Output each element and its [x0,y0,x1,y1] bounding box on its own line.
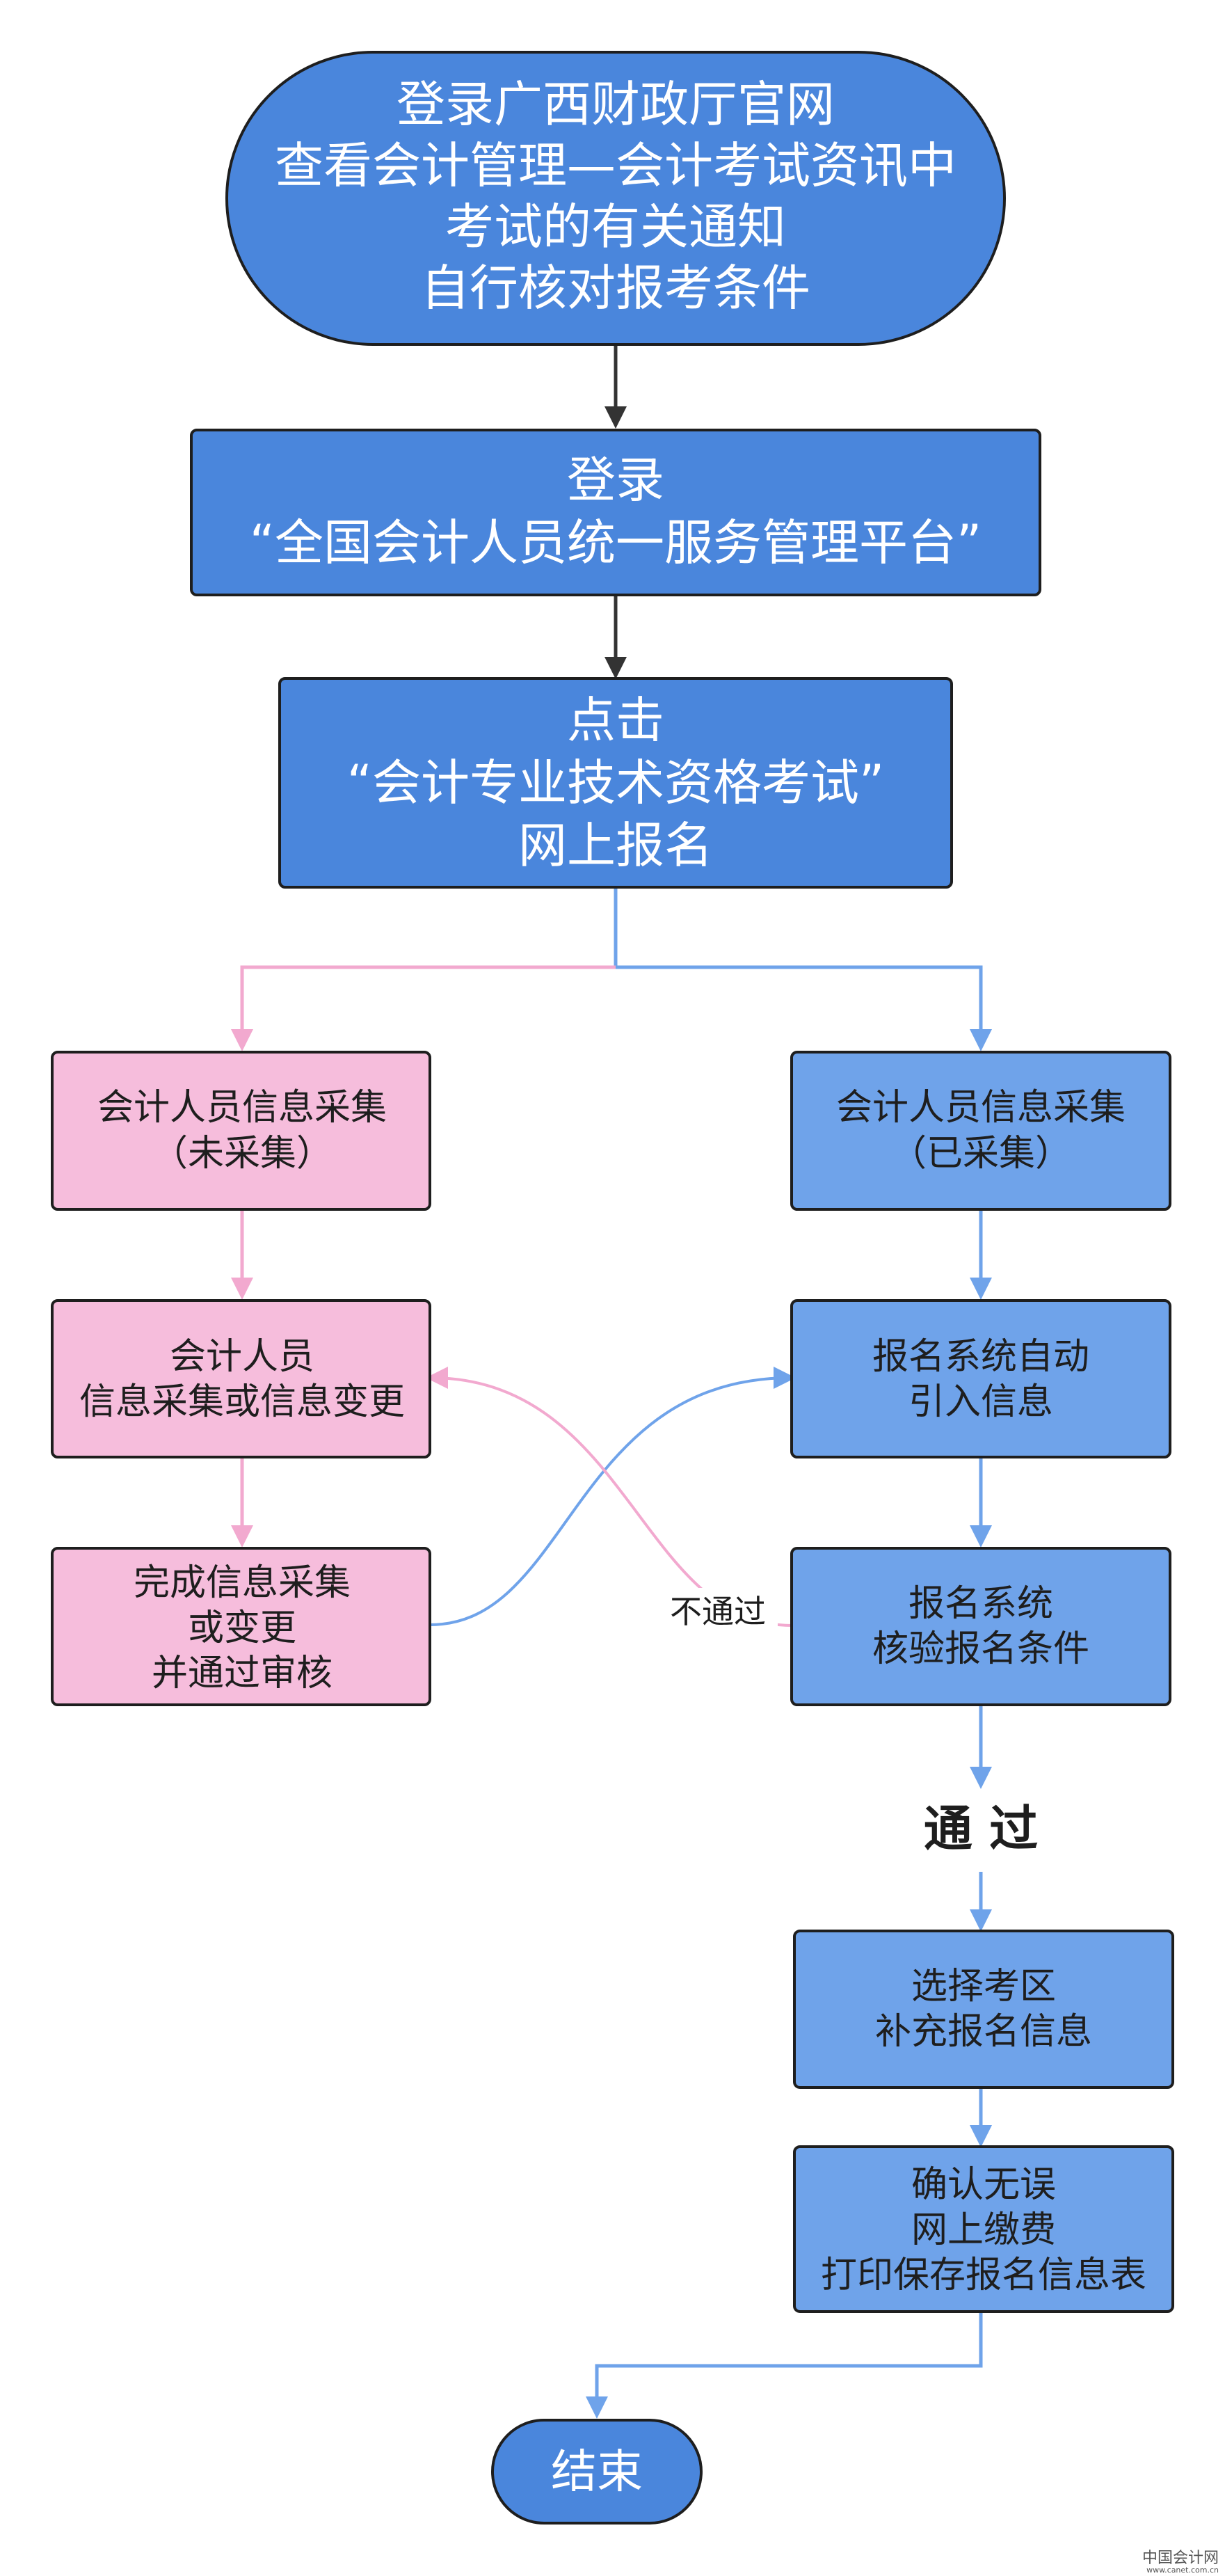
node-start-line-3: 考试的有关通知 [445,198,786,255]
edge-complete-to-auto-import [429,1367,796,1626]
watermark: 中国会计网 www.canet.com.cn [1142,2550,1219,2575]
node-collect-not-done-line-2: （未采集） [152,1133,333,1175]
node-collect-or-change: 会计人员 信息采集或信息变更 [51,1299,431,1458]
node-end: 结束 [491,2419,703,2525]
edge-click-to-collect-not-done [231,965,616,1051]
label-bg [659,1588,778,1637]
node-select-area-line-1: 选择考区 [911,1966,1056,2007]
node-auto-import-line-1: 报名系统自动 [872,1336,1089,1378]
node-confirm-line-3: 打印保存报名信息表 [821,2255,1146,2296]
node-login-line-1: 登录 [567,452,664,509]
node-login-line-2: “全国会计人员统一服务管理平台” [250,514,982,571]
edge-confirm-to-end [586,2312,983,2419]
node-verify-line-1: 报名系统 [908,1583,1053,1625]
watermark-line-2: www.canet.com.cn [1146,2566,1219,2575]
watermark-line-1: 中国会计网 [1142,2550,1219,2567]
node-confirm-line-1: 确认无误 [911,2164,1056,2206]
node-start-line-4: 自行核对报考条件 [421,260,810,317]
not-passed-label: 不通过 [670,1593,766,1630]
node-click-line-3: 网上报名 [518,817,713,874]
node-start-line-2: 查看会计管理—会计考试资讯中 [275,137,956,194]
node-collect-or-change-line-2: 信息采集或信息变更 [79,1381,405,1423]
node-start: 登录广西财政厅官网 查看会计管理—会计考试资讯中 考试的有关通知 自行核对报考条… [225,51,1006,346]
node-collect-done: 会计人员信息采集 （已采集） [790,1051,1171,1211]
node-collect-done-line-2: （已采集） [890,1133,1071,1175]
node-verify-line-2: 核验报名条件 [872,1628,1089,1670]
node-select-area-line-2: 补充报名信息 [875,2011,1092,2053]
node-end-label: 结束 [551,2445,643,2499]
passed-label: 通 过 [924,1800,1038,1857]
node-click-register: 点击 “会计专业技术资格考试” 网上报名 [278,677,953,889]
node-click-line-1: 点击 [567,692,664,749]
node-complete-line-1: 完成信息采集 [134,1562,351,1604]
node-verify-conditions: 报名系统 核验报名条件 [790,1547,1171,1706]
node-select-area: 选择考区 补充报名信息 [793,1930,1174,2089]
node-collect-not-done-line-1: 会计人员信息采集 [97,1087,387,1129]
node-auto-import-line-2: 引入信息 [908,1381,1053,1423]
node-collect-not-done: 会计人员信息采集 （未采集） [51,1051,431,1211]
node-collect-or-change-line-1: 会计人员 [170,1336,314,1378]
node-start-line-1: 登录广西财政厅官网 [397,76,835,133]
node-collect-done-line-1: 会计人员信息采集 [836,1087,1126,1129]
node-click-line-2: “会计专业技术资格考试” [347,754,885,811]
node-auto-import: 报名系统自动 引入信息 [790,1299,1171,1458]
node-login: 登录 “全国会计人员统一服务管理平台” [190,429,1041,596]
node-confirm-pay: 确认无误 网上缴费 打印保存报名信息表 [793,2145,1174,2313]
node-complete-collect: 完成信息采集 或变更 并通过审核 [51,1547,431,1706]
edge-click-to-collect-done [614,887,992,1051]
node-complete-line-3: 并通过审核 [152,1653,333,1694]
node-confirm-line-2: 网上缴费 [911,2209,1056,2251]
node-complete-line-2: 或变更 [188,1607,296,1649]
